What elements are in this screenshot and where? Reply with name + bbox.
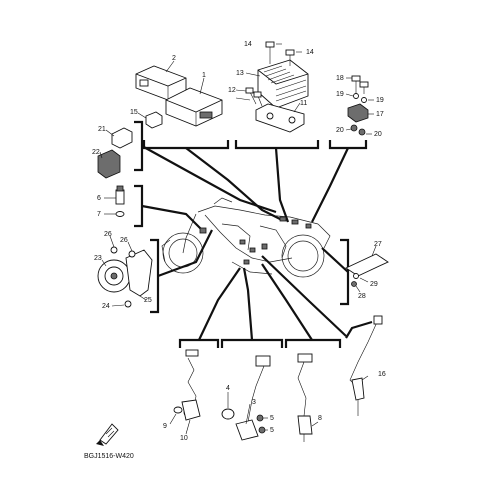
harness-connectors <box>199 216 312 265</box>
callout-19a: 19 <box>336 91 344 98</box>
part-25-bracket <box>125 249 153 301</box>
part-11-bracket <box>255 102 305 133</box>
front-arrow-icon <box>96 423 119 446</box>
part-4-o-ring <box>221 392 235 420</box>
callout-2: 2 <box>172 55 176 62</box>
callout-22: 22 <box>92 149 100 156</box>
part-5-bolts <box>256 414 268 434</box>
part-6-sensor <box>104 185 125 205</box>
part-12-bolts <box>235 87 263 107</box>
callout-16: 16 <box>378 371 386 378</box>
part-16-sensor <box>349 315 383 416</box>
part-26-bolts <box>109 235 136 258</box>
part-29-washer <box>353 273 369 283</box>
part-9-gasket <box>169 406 183 425</box>
callout-4: 4 <box>226 385 230 392</box>
callout-20a: 20 <box>336 127 344 134</box>
callout-21: 21 <box>98 126 106 133</box>
callout-28: 28 <box>358 293 366 300</box>
figure-code: BGJ1516-W420 <box>84 453 134 460</box>
part-27-plate <box>345 245 389 277</box>
callout-20b: 20 <box>374 131 382 138</box>
part-22-relay <box>97 149 121 179</box>
motorcycle-outline <box>161 197 331 278</box>
callout-5b: 5 <box>270 427 274 434</box>
callout-13: 13 <box>236 70 244 77</box>
callout-25: 25 <box>144 297 152 304</box>
callout-8: 8 <box>318 415 322 422</box>
part-10-sensor <box>181 349 201 435</box>
callout-11: 11 <box>300 100 307 107</box>
callout-12: 12 <box>228 87 236 94</box>
callout-14a: 14 <box>244 41 252 48</box>
callout-numbers: 1 2 15 14 14 13 12 10 11 18 19 19 17 20 … <box>92 41 386 442</box>
part-1-ecu <box>165 77 223 127</box>
callout-18: 18 <box>336 75 344 82</box>
part-8-sensor <box>297 353 319 442</box>
callout-6: 6 <box>97 195 101 202</box>
callout-5a: 5 <box>270 415 274 422</box>
part-28-nut <box>351 281 361 293</box>
callout-24: 24 <box>102 303 110 310</box>
callout-15: 15 <box>130 109 138 116</box>
part-23-horn <box>97 259 131 293</box>
part-24-bolt <box>111 300 132 308</box>
part-21-bracket <box>105 127 133 149</box>
part-13-rectifier-regulator <box>245 59 309 109</box>
callout-26a: 26 <box>104 231 112 238</box>
callout-3: 3 <box>252 399 256 406</box>
part-7-gasket <box>104 211 125 217</box>
callout-29: 29 <box>370 281 378 288</box>
part-14-bolts <box>265 41 302 66</box>
callout-27: 27 <box>374 241 382 248</box>
part-15-connector <box>137 111 163 129</box>
callout-19b: 19 <box>376 97 384 104</box>
callout-7: 7 <box>97 211 101 218</box>
part-17-sensor <box>347 103 374 123</box>
callout-1: 1 <box>202 72 206 79</box>
group-bracket-lines <box>134 120 373 348</box>
part-19-washers <box>345 93 374 103</box>
callout-14b: 14 <box>306 49 314 56</box>
callout-23: 23 <box>94 255 102 262</box>
callout-9: 9 <box>163 423 167 430</box>
callout-10: 10 <box>180 435 188 442</box>
callout-17: 17 <box>376 111 384 118</box>
part-3-sensor <box>235 355 271 441</box>
part-20-nuts <box>345 124 372 136</box>
callout-26b: 26 <box>120 237 128 244</box>
part-18-bolts <box>346 75 369 94</box>
